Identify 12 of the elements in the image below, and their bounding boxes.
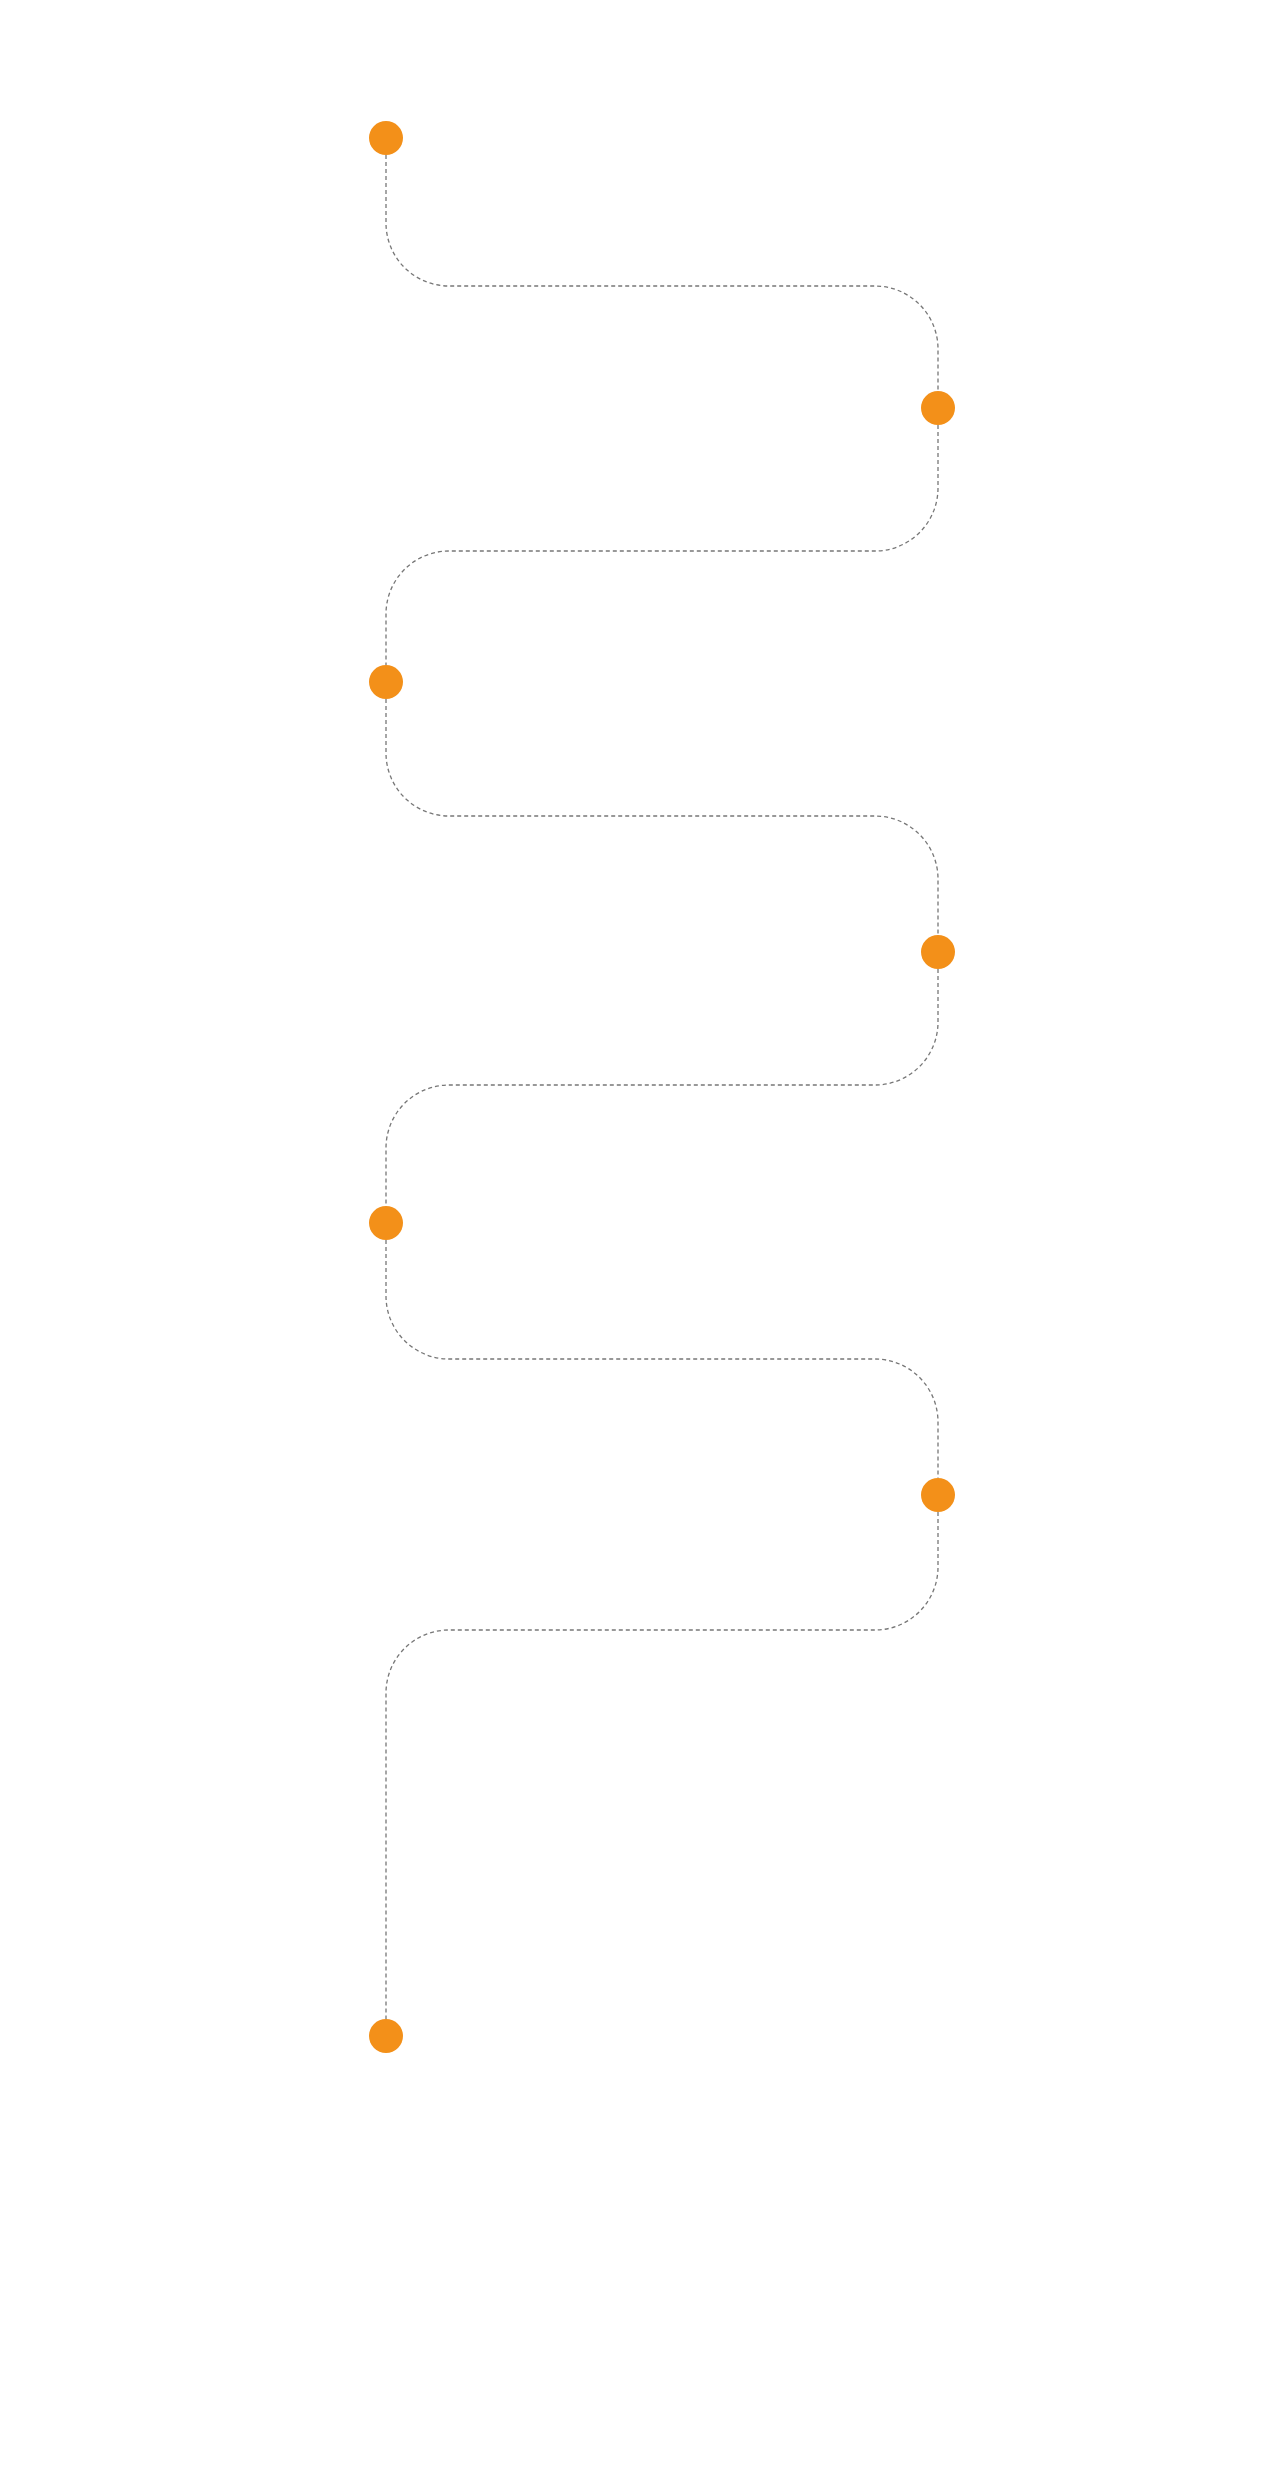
timeline-dot [369, 665, 403, 699]
timeline-dot [921, 935, 955, 969]
dashed-connector [385, 1511, 939, 2020]
dashed-connector [385, 154, 939, 392]
timeline-dot [369, 121, 403, 155]
timeline-dot [921, 391, 955, 425]
dashed-connector [385, 424, 939, 666]
dashed-connector [385, 698, 939, 936]
dashed-connector [385, 1239, 939, 1479]
timeline-dot [369, 2019, 403, 2053]
timeline-dot [369, 1206, 403, 1240]
timeline-dot [921, 1478, 955, 1512]
